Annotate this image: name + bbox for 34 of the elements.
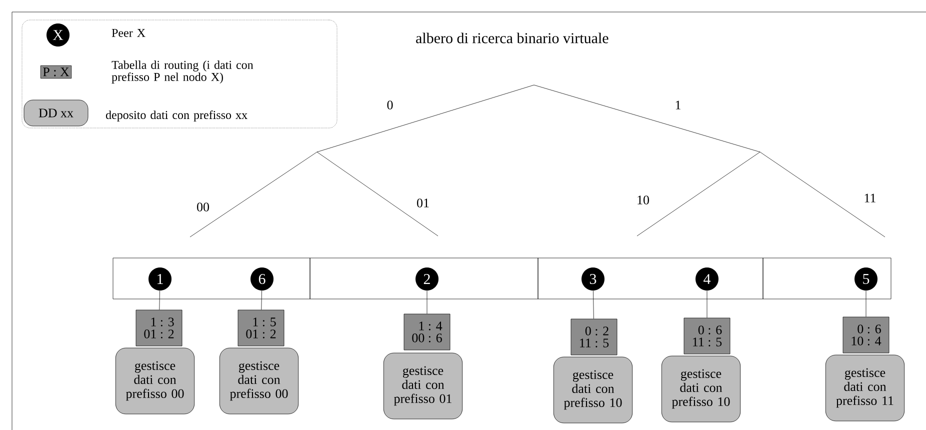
routing-table: P : X xyxy=(40,65,72,79)
diagram-title: albero di ricerca binario virtuale xyxy=(416,32,608,44)
routing-table: 1 : 3 01 : 2 xyxy=(136,310,182,346)
branch-label: 10 xyxy=(638,196,649,204)
band-cell xyxy=(538,258,764,300)
connector-line xyxy=(261,290,262,310)
data-store: gestisce dati con prefisso 00 xyxy=(115,348,195,414)
branch-label: 00 xyxy=(197,202,210,212)
branch-label: 0 xyxy=(387,100,393,110)
band-cell xyxy=(762,258,892,300)
branch-label: 11 xyxy=(864,194,876,202)
data-store: gestisce dati con prefisso 00 xyxy=(219,348,299,414)
data-store: DD xx xyxy=(24,100,88,126)
data-store: gestisce dati con prefisso 10 xyxy=(553,356,633,424)
connector-line xyxy=(159,290,160,310)
routing-table: 0 : 6 10 : 4 xyxy=(842,316,890,354)
band-cell xyxy=(310,258,538,300)
data-store: gestisce dati con prefisso 01 xyxy=(383,352,463,420)
connector-line xyxy=(706,290,708,318)
legend-text: Tabella di routing (i dati con prefisso P nel nodo X) xyxy=(112,60,254,84)
legend-text: Peer X xyxy=(112,29,146,37)
data-store: gestisce dati con prefisso 11 xyxy=(825,354,905,422)
band-cell xyxy=(112,258,310,300)
connector-line xyxy=(426,290,428,314)
branch-label: 1 xyxy=(676,100,680,110)
routing-table: 0 : 2 11 : 5 xyxy=(570,318,618,356)
connector-line xyxy=(593,290,594,319)
legend-text: deposito dati con prefisso xx xyxy=(106,110,248,122)
branch-label: 01 xyxy=(417,198,429,208)
routing-table: 1 : 4 00 : 6 xyxy=(404,314,450,350)
data-store: gestisce dati con prefisso 10 xyxy=(661,356,741,422)
routing-table: 1 : 5 01 : 2 xyxy=(238,310,284,346)
routing-table: 0 : 6 11 : 5 xyxy=(684,318,730,354)
legend-box xyxy=(22,20,338,128)
